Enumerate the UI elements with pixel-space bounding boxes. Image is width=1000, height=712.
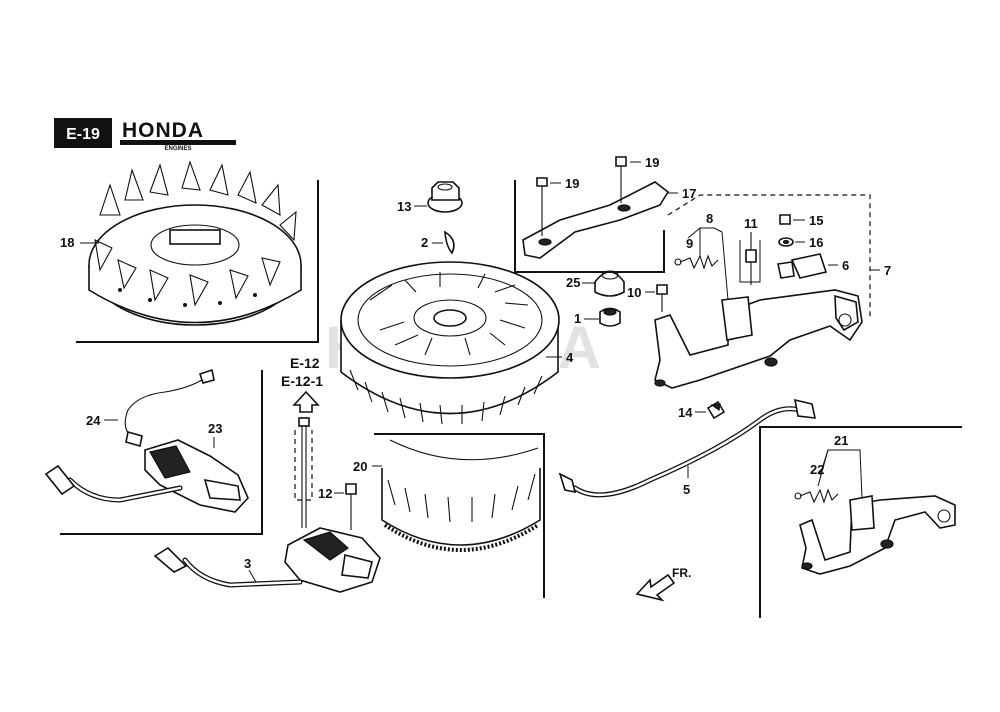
- callout-7: 7: [884, 263, 891, 278]
- bolt-dash-frame: [294, 430, 313, 501]
- stop-wire-5: [558, 398, 817, 498]
- callout-14: 14: [678, 405, 693, 420]
- callout-19a: 19: [565, 176, 579, 191]
- governor-arm-21: [799, 495, 956, 575]
- bracket-17: [522, 181, 670, 259]
- spring-9: [674, 254, 719, 270]
- group-21-frame: [759, 426, 962, 618]
- group-17-frame: [514, 180, 665, 273]
- callout-3: 3: [244, 556, 251, 571]
- bolt-10: [656, 284, 668, 312]
- callout-1: 1: [574, 311, 581, 326]
- ignition-coil-3: [153, 527, 381, 593]
- long-bolt: [298, 417, 310, 528]
- callout-25: 25: [566, 275, 580, 290]
- callout-11: 11: [744, 216, 758, 231]
- callout-16: 16: [809, 235, 823, 250]
- callout-10: 10: [627, 285, 641, 300]
- front-direction-arrow: FR.: [635, 566, 691, 602]
- callout-22: 22: [810, 462, 824, 477]
- bolt-12: [345, 483, 357, 530]
- ignition-coil-23: [44, 439, 249, 513]
- group-23-frame: [60, 370, 263, 535]
- ref-e12: E-12: [290, 355, 320, 371]
- honda-logo: HONDA ENGINES: [120, 119, 236, 152]
- callout-21: 21: [834, 433, 848, 448]
- ref-arrow: [292, 390, 320, 413]
- page-code: E-19: [66, 126, 100, 143]
- direction-label: FR.: [672, 566, 691, 580]
- switch-6: [777, 253, 828, 279]
- callout-13: 13: [397, 199, 411, 214]
- callout-9: 9: [686, 236, 693, 251]
- callout-17: 17: [682, 186, 696, 201]
- clip-14: [706, 400, 726, 420]
- callout-20: 20: [353, 459, 367, 474]
- washer-16: [778, 237, 794, 247]
- brand-sub: ENGINES: [164, 146, 191, 152]
- callout-6: 6: [842, 258, 849, 273]
- callout-5: 5: [683, 482, 690, 497]
- callout-23: 23: [208, 421, 222, 436]
- flywheel-20: [381, 439, 541, 552]
- flywheel-nut-13: [427, 181, 463, 213]
- bolt-11: [745, 232, 757, 285]
- group-7-frame: [667, 194, 871, 320]
- callout-2: 2: [421, 235, 428, 250]
- callout-8: 8: [706, 211, 713, 226]
- callout-24: 24: [86, 413, 101, 428]
- flywheel-4: [340, 261, 560, 425]
- callout-15: 15: [809, 213, 823, 228]
- cooling-fan-18: [76, 160, 319, 343]
- governor-arm-7: [654, 289, 863, 389]
- ref-e12-1: E-12-1: [281, 373, 323, 389]
- callout-4: 4: [566, 350, 574, 365]
- ground-wire-24: [124, 368, 215, 448]
- screw-15: [779, 214, 791, 225]
- grommet-1: [599, 307, 621, 327]
- page-code-badge: E-19: [54, 118, 112, 148]
- spring-22: [794, 488, 839, 504]
- callout-18: 18: [60, 235, 74, 250]
- brand-name: HONDA: [122, 119, 204, 142]
- bolt-19-left: [536, 177, 548, 236]
- grommet-25: [594, 270, 625, 297]
- flywheel-key-2: [444, 230, 455, 255]
- callout-12: 12: [318, 486, 332, 501]
- callout-19b: 19: [645, 155, 659, 170]
- group-20-frame: [374, 433, 545, 598]
- bolt-19-right: [615, 156, 627, 203]
